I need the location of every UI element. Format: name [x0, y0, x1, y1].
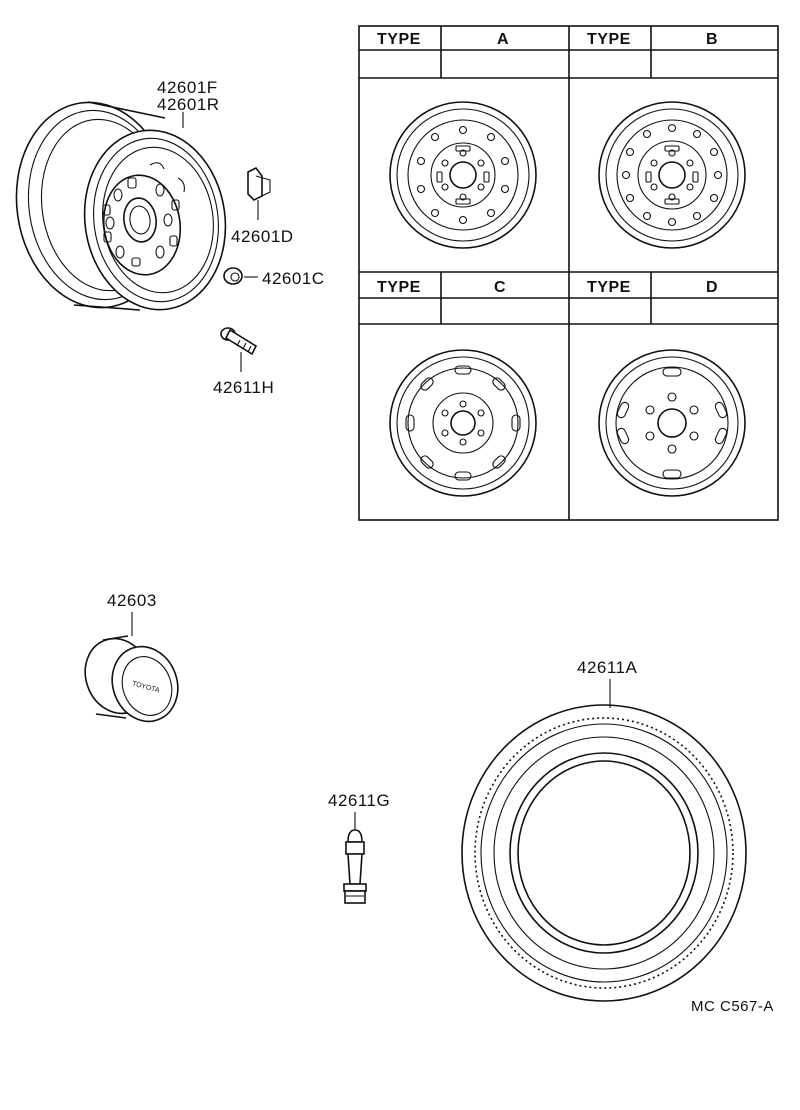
nut-illustration	[223, 267, 258, 285]
rim-front-label: 42601F	[157, 78, 218, 97]
valve-label: 42611G	[328, 791, 390, 810]
type-header-d: TYPE	[587, 279, 631, 296]
nut-label: 42601C	[262, 269, 325, 288]
wheel-type-d	[598, 349, 746, 497]
type-header-b: TYPE	[587, 31, 631, 48]
type-name-d: D	[706, 279, 718, 296]
type-name-c: C	[494, 279, 506, 296]
valve-illustration	[343, 829, 367, 904]
diagram-code: MC C567-A	[691, 998, 774, 1015]
type-header-a: TYPE	[377, 31, 421, 48]
hub-cap-illustration: TOYOTA	[84, 635, 179, 723]
bolt-label: 42611H	[213, 378, 274, 397]
type-header-c: TYPE	[377, 279, 421, 296]
rim-illustration	[15, 101, 227, 311]
cap-label: 42603	[107, 591, 157, 610]
bolt-illustration	[220, 327, 258, 372]
wheel-type-a	[389, 101, 537, 249]
wheel-type-c	[389, 349, 537, 497]
type-name-a: A	[497, 31, 509, 48]
wheel-type-b	[598, 101, 746, 249]
tire-illustration	[461, 704, 747, 1002]
tire-label: 42611A	[577, 658, 638, 677]
rim-rear-label: 42601R	[157, 95, 220, 114]
type-name-b: B	[706, 31, 718, 48]
clip-label: 42601D	[231, 227, 294, 246]
type-table	[358, 25, 779, 521]
clip-illustration	[247, 166, 271, 220]
